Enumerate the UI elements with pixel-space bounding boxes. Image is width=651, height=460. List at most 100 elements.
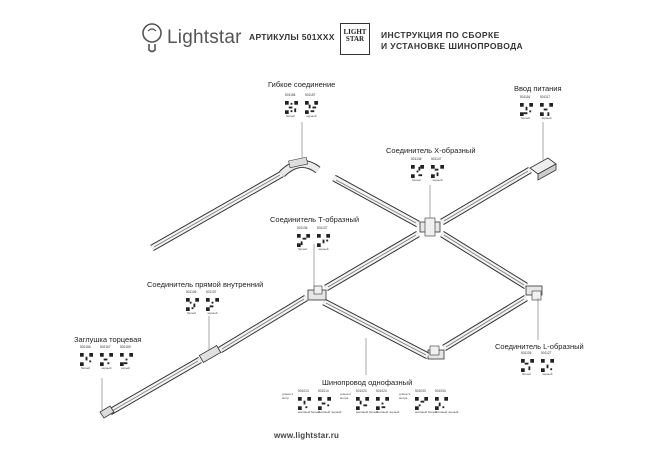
straight-connector-shape [198,344,222,364]
label-endcap: Заглушка торцевая [74,335,142,344]
leader-lines [101,122,544,410]
label-straight-connector: Соединитель прямой внутренний [147,280,264,289]
brand-logo [140,22,240,54]
color-label: черный [541,116,552,120]
label-t-connector: Соединитель Т-образный [270,215,360,224]
qr-code-icon [435,397,448,410]
flexible-connector-shape [279,156,321,177]
qr-code-icon [431,165,444,178]
article-code: 501156 [285,93,296,97]
label-flexible: Гибкое соединение [268,80,336,89]
power-input-shape [529,157,557,181]
article-code: 501107 [206,290,217,294]
qr-code-icon [356,397,369,410]
article-code: 501106 [186,290,197,294]
x-connector-shape [419,217,441,237]
qr-code-icon [521,359,534,372]
title-line-2: И УСТАНОВКЕ ШИНОПРОВОДА [381,41,524,51]
color-label: черный [101,366,112,370]
qr-code-icon [317,234,330,247]
color-label: белый [187,311,196,315]
article-code: 501157 [305,93,316,97]
article-code: 501033 [415,389,426,393]
track-segment [324,230,420,292]
article-code: 501034 [435,389,446,393]
qr-code-icon [520,103,533,116]
article-code: 502167 [100,345,111,349]
track-segment [108,356,202,416]
color-label: серый [121,366,130,370]
article-code: 501024 [376,389,387,393]
article-code: 501014 [318,389,329,393]
color-label: черный [306,114,317,118]
label-l-connector: Соединитель L-образный [495,342,584,351]
qr-code-icon [541,359,554,372]
endcap-shape [99,405,115,419]
lightbulb-icon [142,23,162,53]
track-segment [440,166,532,226]
article-numbers: АРТИКУЛЫ 501XXX [249,32,335,42]
color-label: матовый белый [298,410,320,414]
color-label: матовый черный [435,410,459,414]
qr-code-icon [376,397,389,410]
track-segment [322,298,430,360]
website-link[interactable]: www.lightstar.ru [274,431,340,440]
page-title: ИНСТРУКЦИЯ ПО СБОРКЕ И УСТАНОВКЕ ШИНОПРО… [381,30,523,52]
qr-code-icon [80,353,93,366]
length-label: длина 1 метр [282,392,294,400]
label-x-connector: Соединитель X-образный [386,146,476,155]
track-segment [442,295,528,351]
article-code: 501147 [431,157,442,161]
article-code: 501117 [540,95,551,99]
color-label: белый [286,114,295,118]
qr-code-icon [100,353,113,366]
length-label: длина 2 метра [340,392,352,400]
color-label: черный [207,311,218,315]
qr-code-icon [298,397,311,410]
article-code: 501126 [521,351,532,355]
qr-code-icon [305,101,318,114]
article-code: 501013 [298,389,309,393]
qr-code-icon [206,298,219,311]
track-segment [440,231,528,289]
qr-code-icon [285,101,298,114]
l-connector-shape [525,285,543,301]
title-line-1: ИНСТРУКЦИЯ ПО СБОРКЕ [381,30,500,40]
color-label: белый [298,247,307,251]
article-code: 502169 [120,345,131,349]
color-label: черный [318,247,329,251]
color-label: белый [81,366,90,370]
qr-code-icon [411,165,424,178]
label-track: Шинопровод однофазный [322,378,413,387]
track-segment [150,170,284,252]
qr-code-icon [186,298,199,311]
qr-code-icon [415,397,428,410]
l-connector-bottom-shape [427,345,445,360]
color-label: белый [412,178,421,182]
article-code: 501137 [317,226,328,230]
article-code: 501146 [411,157,422,161]
color-label: черный [432,178,443,182]
lightstar-emblem: LIGHT STAR [340,23,370,55]
article-code: 501127 [541,351,552,355]
article-code: 502166 [80,345,91,349]
article-code: 501116 [520,95,531,99]
article-code: 501023 [356,389,367,393]
color-label: матовый белый [356,410,378,414]
color-label: черный [542,372,553,376]
track-segment [332,174,420,228]
color-label: матовый черный [376,410,400,414]
t-connector-shape [307,285,327,301]
qr-code-icon [297,234,310,247]
qr-code-icon [120,353,133,366]
qr-code-icon [540,103,553,116]
article-code: 501136 [297,226,308,230]
track-segment [218,295,308,353]
qr-code-icon [318,397,331,410]
label-power-input: Ввод питания [514,84,562,93]
emblem-text: LIGHT STAR [343,28,367,43]
color-label: белый [521,116,530,120]
brand-name: Lightstar [167,27,242,48]
length-label: длина 3 метра [399,392,411,400]
color-label: матовый белый [415,410,437,414]
